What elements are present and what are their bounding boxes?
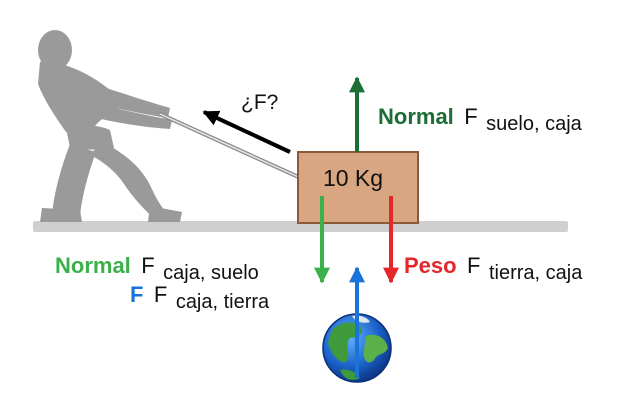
- floor: [33, 221, 568, 232]
- normal-floor-on-box-subscript: suelo, caja: [486, 113, 582, 135]
- normal-box-on-floor-label: Normal F caja, suelo: [55, 253, 259, 284]
- normal-floor-on-box-symbol: F: [464, 104, 477, 129]
- normal-floor-on-box-label: Normal F suelo, caja: [378, 104, 583, 135]
- weight-prefix: Peso: [404, 253, 457, 278]
- box-label: 10 Kg: [323, 165, 383, 191]
- box-on-earth-label: F F caja, tierra: [130, 282, 270, 313]
- weight-symbol: F: [467, 253, 480, 278]
- normal-box-on-floor-symbol: F: [141, 253, 154, 278]
- box-on-earth-subscript: caja, tierra: [176, 291, 270, 313]
- box-on-earth-symbol: F: [154, 282, 167, 307]
- box: [297, 151, 419, 224]
- person-pulling-silhouette: [38, 30, 182, 222]
- normal-box-on-floor-subscript: caja, suelo: [163, 262, 259, 284]
- weight-subscript: tierra, caja: [489, 262, 583, 284]
- normal-floor-on-box-prefix: Normal: [378, 104, 454, 129]
- normal-box-on-floor-prefix: Normal: [55, 253, 131, 278]
- pull-force-arrow: [202, 110, 291, 154]
- box-on-earth-prefix: F: [130, 282, 143, 307]
- pull-force-label: ¿F?: [241, 91, 278, 114]
- weight-label: Peso F tierra, caja: [404, 253, 583, 284]
